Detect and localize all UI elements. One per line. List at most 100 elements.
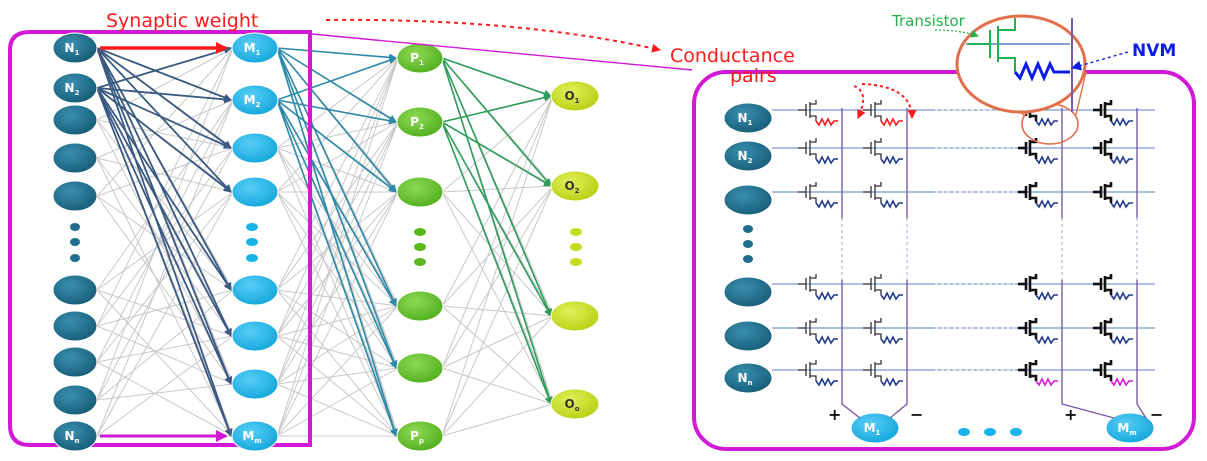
transistor-symbol-icon [1105, 332, 1113, 339]
resistor-icon [880, 155, 903, 165]
ellipsis-dots-icon [570, 258, 582, 266]
node-label-m1-text: M1 [244, 41, 261, 57]
weight-edge [96, 47, 232, 337]
weight-edge [96, 47, 232, 193]
crossbar-input-neuron [723, 184, 773, 216]
input-neuron [52, 104, 98, 136]
resistor-icon [1110, 335, 1133, 345]
resistor-icon [1035, 199, 1058, 209]
label-main: N [64, 429, 74, 443]
weight-edge [441, 57, 552, 317]
transistor-symbol-icon [1030, 114, 1038, 121]
resistor-icon [1013, 60, 1070, 82]
weight-edge [441, 121, 552, 317]
ellipsis-dots-icon [958, 428, 970, 436]
gray-edge [96, 191, 234, 291]
input-neuron [52, 310, 98, 342]
gray-edge [441, 367, 554, 405]
gray-edge [441, 403, 554, 437]
gray-edge [441, 191, 554, 405]
hidden1-neuron [231, 274, 279, 306]
gray-edge [441, 315, 554, 369]
transistor-symbol-icon [1105, 100, 1113, 106]
label-main: M [242, 429, 254, 443]
ellipsis-dots-icon [570, 243, 582, 251]
label-sub: 2 [75, 89, 80, 97]
weight-edge [276, 56, 397, 101]
transistor-symbol-icon [875, 360, 882, 365]
ellipsis-dots-icon [70, 254, 80, 262]
gray-edge [276, 57, 399, 193]
conductance-cell [1093, 360, 1133, 387]
resistor-icon [1035, 291, 1058, 301]
node-label-n1: N1 [65, 41, 80, 57]
label-main: O [564, 179, 574, 193]
output-neuron [550, 80, 600, 112]
resistor-icon [1110, 377, 1133, 387]
crossbar-input-neuron [723, 276, 773, 308]
gray-edge [276, 383, 399, 437]
label-main: N [738, 111, 748, 125]
node-label-o1: O1 [564, 89, 579, 105]
input-neuron [52, 346, 98, 378]
weight-edge [276, 99, 397, 307]
crossbar-label-n2: N2 [738, 149, 753, 165]
transistor-symbol-icon [1105, 374, 1113, 381]
gray-edge [96, 191, 234, 363]
conductance-label: Conductance [670, 45, 795, 67]
label-main: N [65, 81, 75, 95]
hidden2-neuron [396, 176, 444, 208]
node-label-mm-text: Mm [242, 429, 261, 445]
input-neuron [52, 142, 98, 174]
hidden1-neuron [231, 132, 279, 164]
transistor-symbol-icon [1030, 318, 1038, 324]
conductance-cell [863, 100, 903, 127]
crossbar-input-neuron [723, 362, 773, 394]
transistor-label: Transistor [891, 12, 966, 30]
conductance-cell [1093, 138, 1133, 165]
ellipsis-dots-icon [70, 238, 80, 246]
label-sub: 1 [575, 97, 580, 105]
resistor-icon [1035, 117, 1058, 127]
gray-edge [276, 121, 399, 193]
node-label-p2-text: P2 [410, 115, 424, 131]
label-sub: 2 [419, 123, 424, 131]
gray-edge [96, 157, 234, 193]
weight-edge [441, 57, 552, 187]
node-label-o1-text: O1 [564, 89, 579, 105]
transistor-symbol-icon [810, 182, 817, 187]
gray-edge [276, 57, 399, 337]
label-main: O [564, 89, 574, 103]
transistor-source [998, 57, 1016, 72]
node-label-nn: Nn [64, 429, 79, 445]
node-label-nn-text: Nn [64, 429, 79, 445]
node-label-p2: P2 [410, 115, 424, 131]
ellipsis-dots-icon [743, 240, 753, 248]
transistor-symbol-icon [1030, 288, 1038, 295]
transistor-symbol-icon [810, 197, 817, 203]
gray-edge [276, 121, 399, 437]
node-label-p1-text: P1 [410, 51, 424, 67]
gray-edge [276, 191, 399, 437]
gray-edge [276, 191, 399, 307]
resistor-icon [1110, 117, 1133, 127]
transistor-symbol-icon [875, 333, 882, 339]
transistor-symbol-icon [810, 115, 817, 121]
weight-edge [96, 87, 232, 337]
hidden2-neuron [396, 420, 444, 452]
gray-edge [276, 121, 399, 337]
transistor-symbol-icon [810, 138, 817, 143]
label-sub: 2 [256, 101, 261, 109]
conductance-cell [798, 360, 838, 387]
resistor-icon [1035, 377, 1058, 387]
label-sub: 2 [748, 157, 753, 165]
gray-edge [276, 121, 399, 385]
gray-edge [96, 383, 234, 401]
weight-edge [276, 47, 397, 307]
conductance-cell [798, 100, 838, 127]
plus-sign: + [828, 405, 841, 424]
ellipsis-dots-icon [246, 254, 258, 262]
ellipsis-dots-icon [743, 225, 753, 233]
